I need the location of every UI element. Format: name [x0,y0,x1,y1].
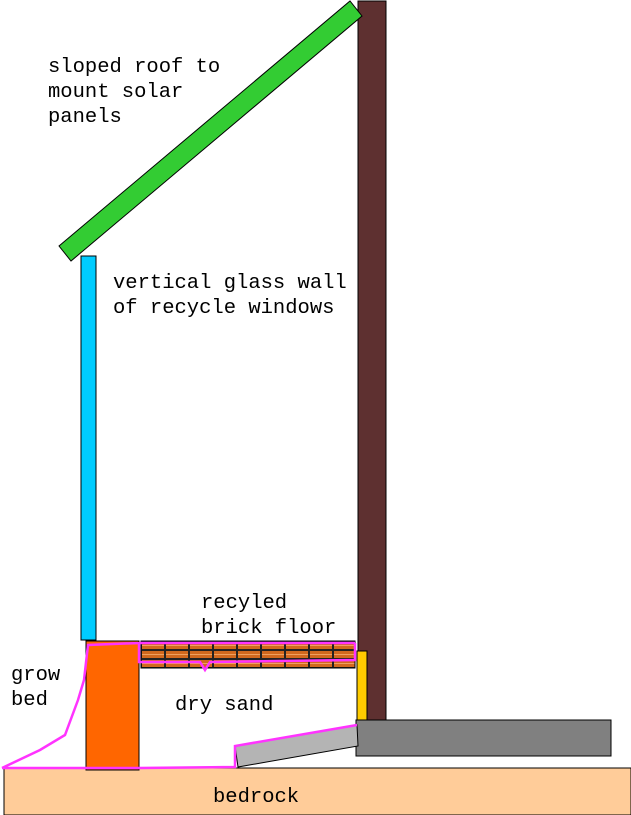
bedrock [3,767,631,815]
brick-floor [140,640,356,669]
glass-label-line-1: vertical glass wall [113,272,347,295]
roof-label-line-1: sloped roof to [48,56,220,79]
insulation-outline [1,641,358,770]
grow-bed [85,640,140,771]
sloped-slab [234,724,359,768]
bedrock-label: bedrock [213,786,299,809]
back-wall [357,0,387,721]
roof-label-line-2: mount solar [48,81,183,104]
grow-bed-label-line-1: grow [11,664,61,687]
brick-label-line-1: recyled [201,592,287,615]
brick-label-line-2: brick floor [201,617,336,640]
sloped-roof [58,0,363,262]
glass-wall [80,255,97,641]
roof-label-line-3: panels [48,106,122,129]
sand-label: dry sand [175,694,273,717]
yellow-post [356,650,368,721]
grow-bed-label-line-2: bed [11,689,48,712]
concrete-slab [355,719,612,757]
glass-label-line-2: of recycle windows [113,297,334,320]
